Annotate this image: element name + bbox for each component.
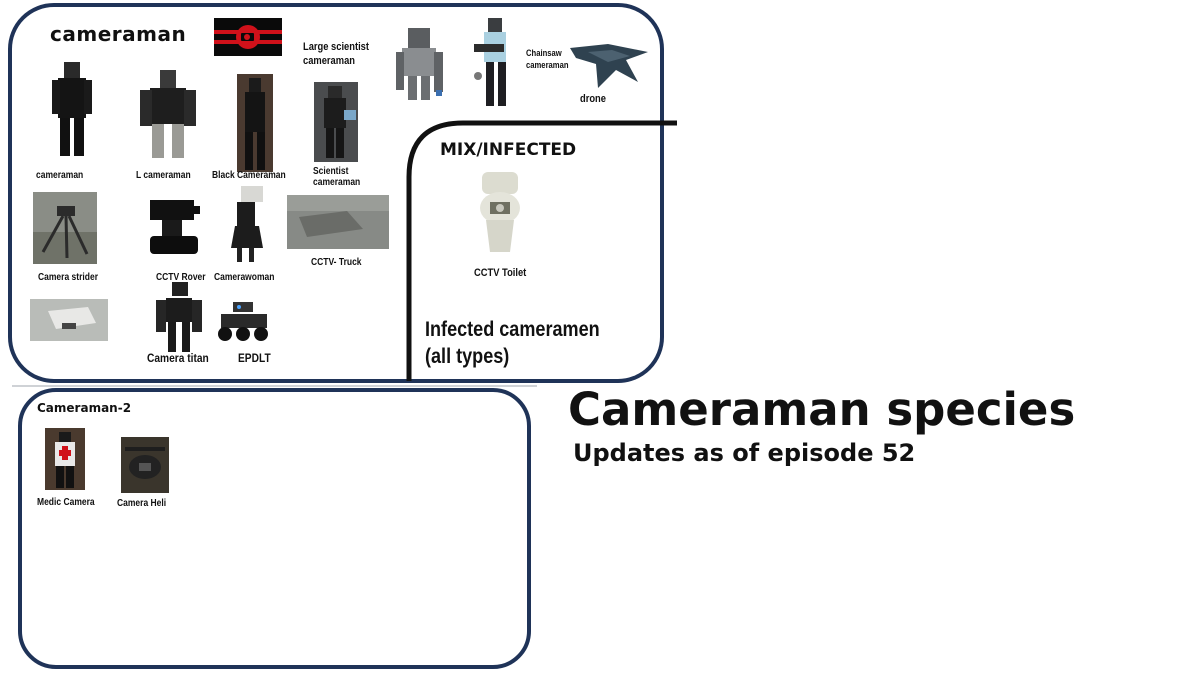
label-camerawoman: Camerawoman <box>214 272 275 283</box>
infected-cameramen-note: Infected cameramen (all types) <box>425 318 600 368</box>
label-black-cameraman: Black Cameraman <box>212 170 286 181</box>
cameraman-2-panel <box>18 388 531 669</box>
mix-infected-title: MIX/INFECTED <box>440 140 577 160</box>
cameraman-figure <box>48 60 94 160</box>
scientist-cameraman-figure <box>314 82 358 162</box>
cctv-truck-figure <box>287 195 389 249</box>
label-drone: drone <box>580 93 606 105</box>
camera-module-figure <box>30 299 108 341</box>
page-title: Cameraman species <box>568 383 1076 436</box>
label-l-cameraman: L cameraman <box>136 170 191 181</box>
black-cameraman-figure <box>237 74 273 172</box>
medic-camera-figure <box>45 428 85 490</box>
drone-figure <box>568 42 650 90</box>
camera-strider-figure <box>33 192 97 264</box>
label-cctv-rover: CCTV Rover <box>156 272 206 283</box>
page-subtitle: Updates as of episode 52 <box>573 439 916 467</box>
cameraman-panel <box>8 3 664 383</box>
camera-titan-figure <box>154 282 204 354</box>
label-epdlt: EPDLT <box>238 351 271 365</box>
label-camera-strider: Camera strider <box>38 272 99 283</box>
panel-separator <box>12 385 537 387</box>
cameraman-2-title: Cameraman-2 <box>37 401 132 415</box>
label-medic-camera: Medic Camera <box>37 497 95 508</box>
camera-heli-figure <box>121 437 169 493</box>
label-cctv-toilet: CCTV Toilet <box>474 267 527 279</box>
label-cameraman: cameraman <box>36 170 84 181</box>
camerawoman-figure <box>225 186 265 264</box>
chainsaw-cameraman-figure <box>472 16 522 112</box>
mix-infected-divider <box>405 119 680 384</box>
large-scientist-cameraman-figure <box>396 26 446 102</box>
cctv-rover-figure <box>146 196 202 258</box>
label-camera-titan: Camera titan <box>147 351 209 365</box>
cameraman-panel-title: cameraman <box>50 22 187 46</box>
label-camera-heli: Camera Heli <box>117 498 167 509</box>
cameraman-faction-logo <box>214 18 282 56</box>
epdlt-figure <box>213 300 275 344</box>
label-cctv-truck: CCTV- Truck <box>311 257 362 268</box>
cctv-toilet-figure <box>474 170 526 256</box>
l-cameraman-figure <box>140 68 196 160</box>
